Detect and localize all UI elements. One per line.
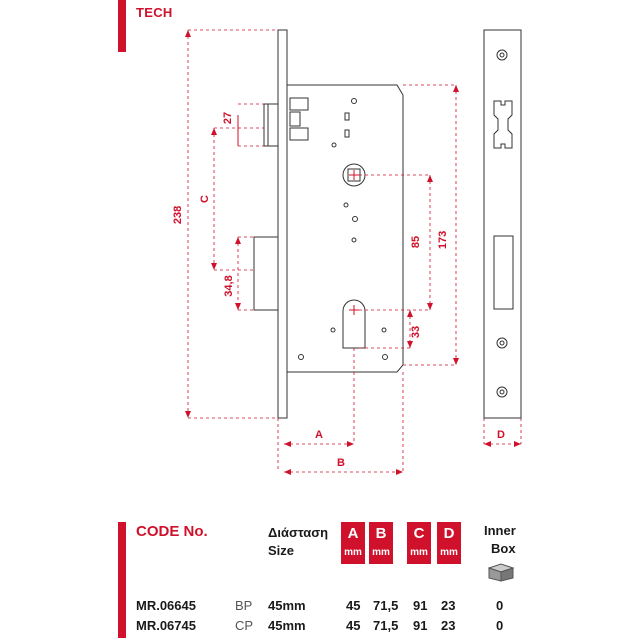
faceplate-side [277, 29, 288, 419]
inner-box-cell: 0 [496, 618, 504, 633]
box-icon [487, 563, 515, 582]
a-cell: 45 [346, 618, 361, 633]
c-cell: 91 [413, 618, 428, 633]
dim-173: 173 [437, 231, 449, 249]
dim-b: B [337, 457, 345, 469]
latch-bolt [263, 103, 279, 147]
header-accent-bar [118, 0, 126, 52]
table-row: MR.06645 BP 45mm 45 71,5 91 23 0 [0, 598, 638, 616]
size-cell: 45mm [268, 618, 306, 633]
code-header: CODE No. [136, 523, 208, 540]
dim-33: 33 [410, 326, 422, 338]
code-cell: MR.06745 [136, 618, 196, 633]
dim-34-8: 34,8 [223, 275, 235, 296]
size-header-greek: Διάσταση [268, 525, 329, 540]
section-title: TECH [136, 5, 173, 20]
lock-technical-drawing: 238 27 C 34,8 85 173 33 A B D [172, 29, 522, 475]
dim-85: 85 [410, 236, 422, 248]
cylinder-hole [342, 299, 366, 349]
faceplate-front-view [483, 29, 522, 419]
d-cell: 23 [441, 618, 456, 633]
table-accent-bar [118, 522, 126, 638]
dim-27: 27 [222, 112, 234, 124]
b-cell: 71,5 [373, 618, 399, 633]
code-cell: MR.06645 [136, 598, 196, 613]
dim-d: D [497, 429, 505, 441]
finish-cell: BP [235, 598, 253, 613]
dim-238: 238 [172, 206, 184, 224]
finish-cell: CP [235, 618, 254, 633]
dim-a: A [315, 429, 323, 441]
b-cell: 71,5 [373, 598, 399, 613]
table-row: MR.06745 CP 45mm 45 71,5 91 23 0 [0, 618, 638, 636]
deadbolt [253, 236, 279, 311]
a-cell: 45 [346, 598, 361, 613]
dim-c: C [199, 195, 211, 203]
size-cell: 45mm [268, 598, 306, 613]
c-cell: 91 [413, 598, 428, 613]
inner-box-cell: 0 [496, 598, 504, 613]
inner-box-header: Inner [484, 523, 516, 538]
inner-box-header-line2: Box [491, 541, 516, 556]
size-header: Size [268, 543, 295, 558]
d-cell: 23 [441, 598, 456, 613]
